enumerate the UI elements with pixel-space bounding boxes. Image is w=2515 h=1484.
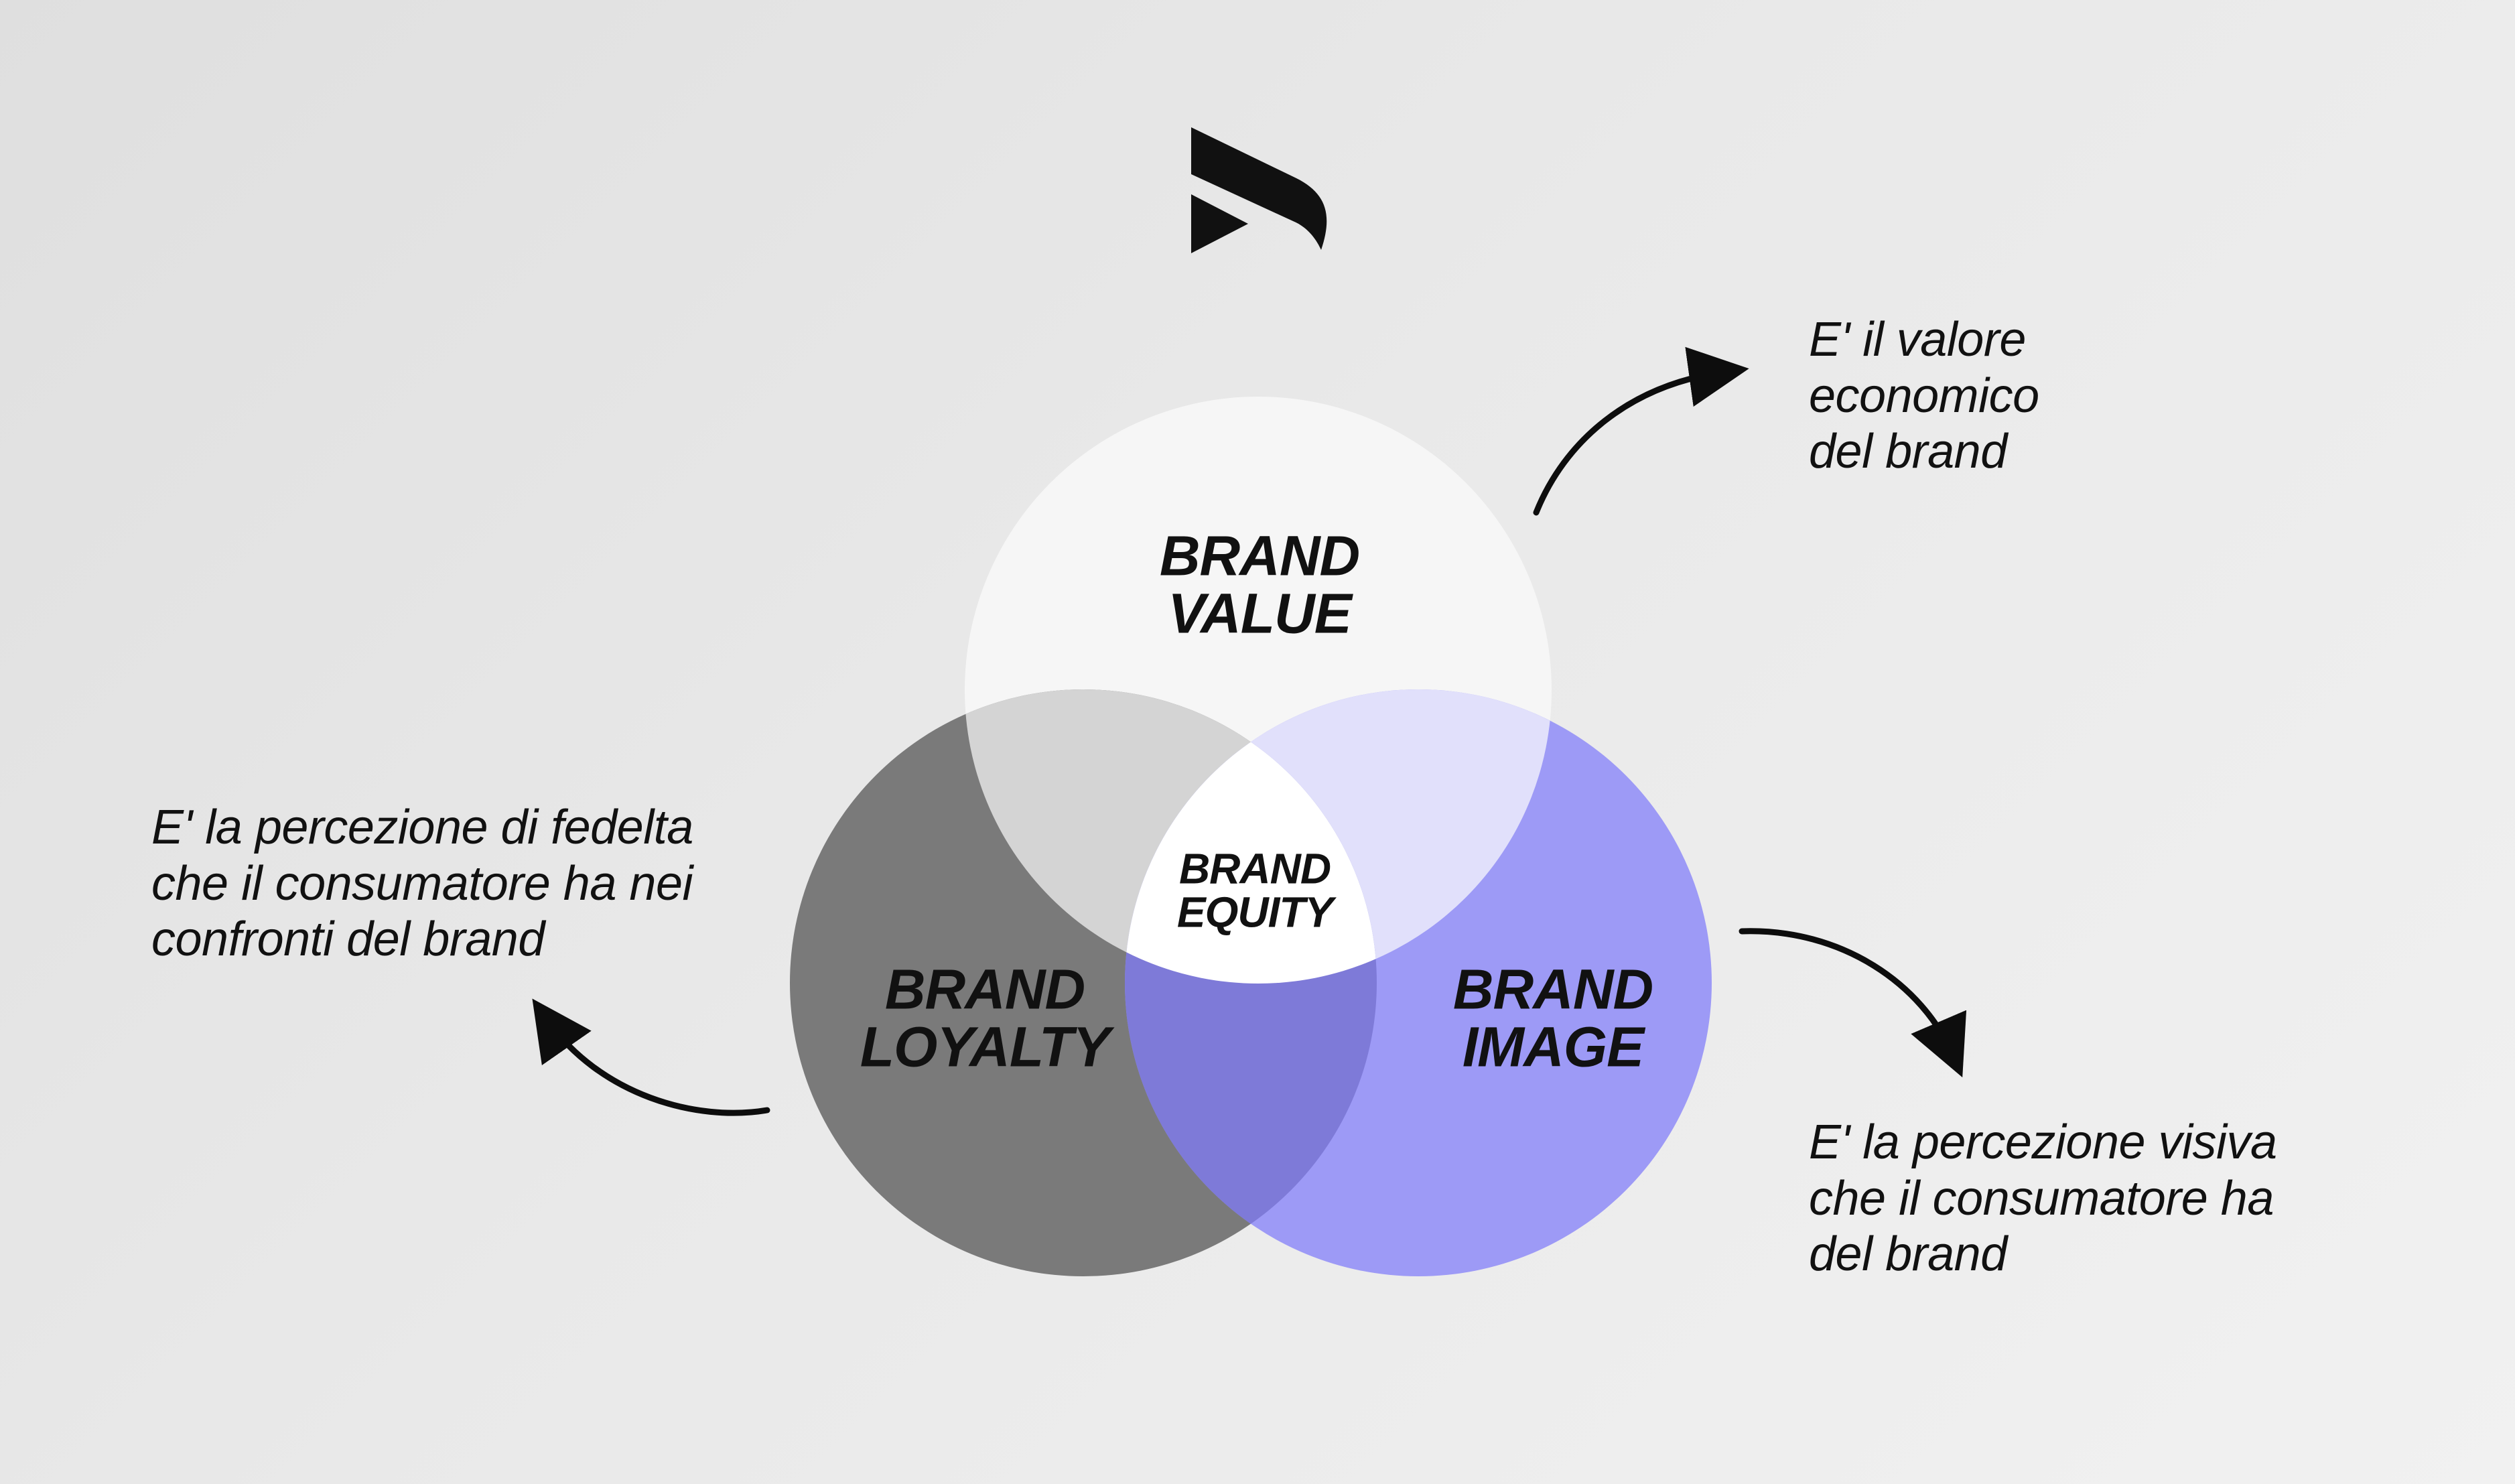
brand-loyalty-note-line3: confronti del brand (151, 913, 545, 967)
brand-loyalty-note: E' la percezione di fedelta che il consu… (151, 800, 693, 968)
image-note-arrow (1739, 928, 1967, 1078)
brand-value-note-line2: economico (1809, 368, 2039, 423)
brand-value-note: E' il valore economico del brand (1809, 312, 2039, 480)
brand-loyalty-label: BRAND LOYALTY (860, 957, 1111, 1078)
brand-image-label-line2: IMAGE (1462, 1015, 1644, 1078)
brand-image-label-line1: BRAND (1452, 957, 1653, 1021)
brand-image-note-line2: che il consumatore ha (1809, 1171, 2274, 1225)
brand-equity-label-line1: BRAND (1178, 844, 1331, 893)
brand-value-label-line1: BRAND (1159, 524, 1360, 588)
brand-loyalty-note-line1: E' la percezione di fedelta (151, 801, 693, 854)
brand-image-note-line1: E' la percezione visiva (1809, 1116, 2277, 1169)
brand-equity-label: BRAND EQUITY (1176, 844, 1333, 937)
loyalty-note-arrow (532, 998, 770, 1116)
brand-loyalty-label-line1: BRAND (884, 957, 1085, 1021)
brand-loyalty-label-line2: LOYALTY (860, 1015, 1111, 1078)
brand-value-note-line3: del brand (1809, 425, 2007, 479)
value-note-arrow (1533, 346, 1749, 516)
brand-equity-label-line2: EQUITY (1176, 888, 1333, 937)
brand-loyalty-note-line2: che il consumatore ha nei (151, 856, 693, 910)
brand-image-note: E' la percezione visiva che il consumato… (1809, 1115, 2277, 1283)
brand-value-note-line1: E' il valore (1809, 313, 2026, 366)
brand-equity-overlap (1125, 689, 1377, 984)
brand-value-label: BRAND VALUE (1159, 524, 1360, 645)
brand-image-label: BRAND IMAGE (1453, 961, 1653, 1075)
play-arrow-logo-icon (1191, 127, 1327, 253)
brand-value-label-line2: VALUE (1168, 582, 1351, 645)
brand-image-note-line3: del brand (1809, 1227, 2007, 1282)
